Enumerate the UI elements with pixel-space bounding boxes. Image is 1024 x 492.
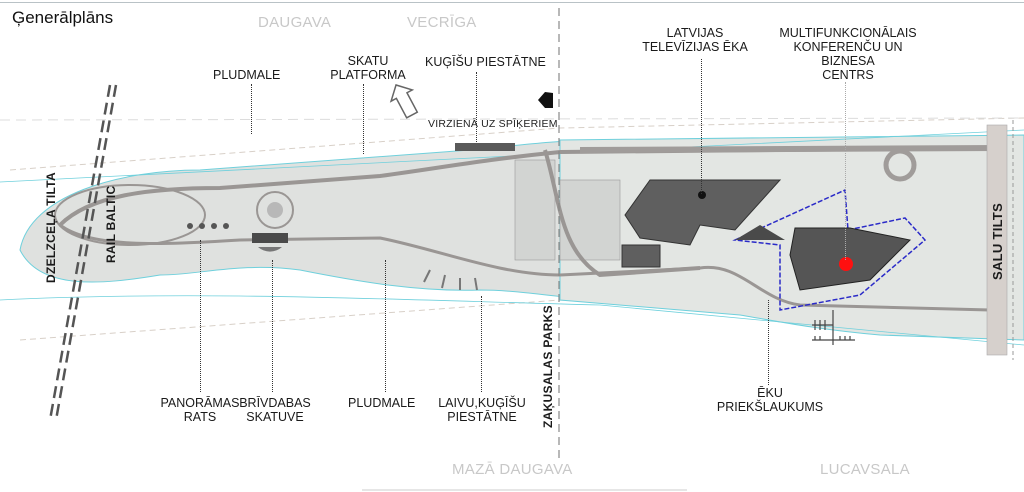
label-line: SKATU: [347, 54, 389, 68]
leader-brivdabas-skatuve: [272, 260, 273, 392]
water-label-maza-daugava: MAZĀ DAUGAVA: [452, 461, 573, 478]
label-dzelzcela-tilta: DZELZCEĻA TILTA: [44, 172, 58, 283]
leader-pludmale-bottom: [385, 260, 386, 392]
direction-label: VIRZIENĀ UZ SPĪĶERIEM: [428, 118, 558, 130]
water-label-vecriga: VECRĪGA: [407, 14, 477, 31]
water-label-daugava: DAUGAVA: [258, 14, 332, 31]
label-brivdabas-skatuve: BRĪVDABAS SKATUVE: [230, 396, 320, 424]
label-panoramas-rats: PANORĀMAS RATS: [145, 396, 255, 424]
leader-skatu-platforma: [363, 84, 364, 154]
label-salu-tilts: SALU TILTS: [990, 202, 1005, 280]
label-line: TELEVĪZIJAS ĒKA: [642, 40, 748, 54]
label-multifunkcionalais-centrs: MULTIFUNKCIONĀLAIS KONFERENČU UN BIZNESA…: [768, 26, 928, 82]
leader-panoramas-rats: [200, 240, 201, 392]
label-latvijas-televizijas-eka: LATVIJAS TELEVĪZIJAS ĒKA: [640, 26, 750, 54]
leader-pludmale-top: [251, 84, 252, 134]
label-zakusalas-parks: ZAĶUSALAS PARKS: [541, 305, 555, 428]
label-eku-priekslaukums: ĒKU PRIEKŠLAUKUMS: [710, 386, 830, 414]
label-laivu-kugisu-piestatne: LAIVU,KUĢĪŠU PIESTĀTNE: [432, 396, 532, 424]
label-line: PANORĀMAS: [160, 396, 240, 410]
label-pludmale-bottom: PLUDMALE: [348, 396, 416, 410]
label-line: LATVIJAS: [666, 26, 724, 40]
bottom-rule: [362, 489, 687, 491]
label-line: PIESTĀTNE: [447, 410, 517, 424]
leader-business-center: [845, 82, 846, 260]
page-title: Ģenerālplāns: [12, 8, 114, 27]
label-line: MULTIFUNKCIONĀLAIS: [779, 26, 917, 40]
tv-building-marker: [698, 191, 706, 199]
label-line: PLATFORMA: [330, 68, 406, 82]
label-line: KONFERENČU UN BIZNESA: [793, 40, 903, 68]
label-skatu-platforma: SKATU PLATFORMA: [328, 54, 408, 82]
leader-tv-building: [701, 59, 702, 194]
label-line: LAIVU,KUĢĪŠU: [438, 396, 526, 410]
leader-kugisu-piestatne: [476, 72, 477, 142]
label-line: ĒKU: [757, 386, 783, 400]
label-pludmale-top: PLUDMALE: [213, 68, 281, 82]
leader-laivu-kugisu-piestatne: [481, 296, 482, 392]
business-center-marker: [839, 257, 853, 271]
water-label-lucavsala: LUCAVSALA: [820, 461, 910, 478]
label-line: CENTRS: [822, 68, 874, 82]
label-line: BRĪVDABAS: [239, 396, 311, 410]
label-line: SKATUVE: [246, 410, 304, 424]
top-rule: [0, 2, 1024, 3]
label-kugisu-piestatne: KUĢĪŠU PIESTĀTNE: [425, 55, 546, 69]
label-rail-baltic: RAIL BALTIC: [104, 185, 118, 263]
label-line: PRIEKŠLAUKUMS: [716, 400, 824, 414]
label-line: RATS: [183, 410, 217, 424]
leader-eku-priekslaukums: [768, 300, 769, 385]
